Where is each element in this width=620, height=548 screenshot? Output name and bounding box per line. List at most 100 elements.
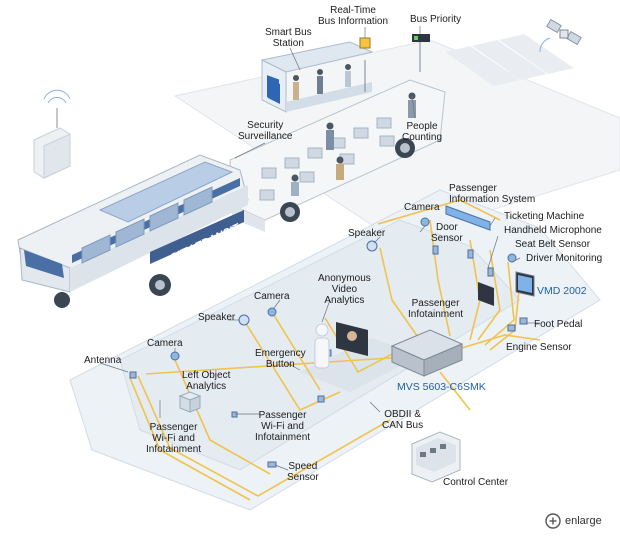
label-line: Infotainment [255, 432, 311, 443]
label-line: Driver Monitoring [526, 253, 603, 264]
label-antenna: Antenna [84, 355, 121, 366]
label-line: Left Object [182, 370, 231, 381]
label-camera-mid: Camera [254, 291, 290, 302]
bus-station [260, 41, 374, 113]
enlarge-label: enlarge [565, 515, 602, 527]
label-ticketing-machine: Ticketing Machine [504, 211, 584, 222]
label-line: CAN Bus [382, 420, 424, 431]
label-speed-sensor: Speed Sensor [287, 461, 319, 483]
label-line: Button [265, 359, 295, 370]
label-security-surveillance: Security Surveillance [238, 120, 292, 142]
label-foot-pedal: Foot Pedal [534, 319, 582, 330]
label-line: Seat Belt Sensor [515, 239, 591, 250]
label-passenger-infotainment: Passenger Infotainment [408, 298, 463, 320]
cameras [170, 217, 517, 361]
label-mvs-5603: MVS 5603-C6SMK [397, 382, 486, 393]
label-line: Sensor [287, 472, 319, 483]
bus [17, 79, 446, 308]
label-line: Speaker [348, 228, 386, 239]
label-people-counting: People Counting [402, 121, 442, 143]
label-line: Smart Bus [265, 27, 312, 38]
label-line: Wi-Fi and [152, 433, 195, 444]
label-line: Speaker [198, 312, 236, 323]
satellite-icon [539, 18, 582, 53]
control-center [411, 431, 461, 483]
label-line: Camera [147, 338, 183, 349]
bus-windows [81, 186, 213, 264]
label-line: Passenger [411, 298, 460, 309]
label-line: Video [331, 284, 358, 295]
passenger-info-display [445, 205, 491, 231]
label-line: Station [272, 38, 304, 49]
label-line: Handheld Microphone [504, 225, 602, 236]
label-passenger-wifi-left: Passenger Wi-Fi and Infotainment [146, 422, 201, 455]
crosswalk [445, 34, 574, 86]
label-line: Infotainment [408, 309, 464, 320]
label-line: Sensor [431, 233, 463, 244]
bus-passengers [291, 92, 416, 196]
label-line: Bus Information [318, 16, 389, 27]
label-line: Antenna [84, 355, 122, 366]
speakers [238, 240, 378, 326]
infotainment-screen-center [336, 322, 368, 356]
mvs-5603-device [390, 329, 464, 377]
label-smart-bus-station: Smart Bus Station [265, 27, 312, 49]
left-object-box [178, 391, 202, 413]
label-line: VMD 2002 [537, 285, 587, 297]
label-line: Emergency [255, 348, 306, 359]
label-line: Information System [449, 194, 536, 205]
label-driver-monitoring: Driver Monitoring [526, 253, 602, 264]
bus-seats-rear [259, 117, 395, 201]
label-speaker-mid: Speaker [198, 312, 235, 323]
label-line: Door [436, 222, 458, 233]
zoom-in-icon [545, 513, 561, 529]
label-line: Ticketing Machine [504, 211, 585, 222]
label-line: Anonymous [318, 273, 371, 284]
callout-lines [99, 26, 540, 471]
label-line: Bus Priority [410, 14, 462, 25]
label-vmd-2002: VMD 2002 [537, 286, 587, 297]
label-line: Security [247, 120, 284, 131]
label-speaker-top: Speaker [348, 228, 385, 239]
label-real-time-bus-information: Real-Time Bus Information [318, 5, 388, 27]
label-camera-left: Camera [147, 338, 183, 349]
label-line: Control Center [443, 477, 509, 488]
label-line: Surveillance [238, 131, 293, 142]
label-line: Infotainment [146, 444, 202, 455]
label-anonymous-video-analytics: Anonymous Video Analytics [318, 273, 371, 306]
label-line: OBDII & [384, 409, 421, 420]
label-line: Camera [404, 202, 440, 213]
label-line: Passenger [149, 422, 198, 433]
label-line: People [406, 121, 438, 132]
label-obdii-can-bus: OBDII & CAN Bus [382, 409, 423, 431]
label-line: Passenger [258, 410, 307, 421]
label-seat-belt-sensor: Seat Belt Sensor [515, 239, 590, 250]
person-outline [314, 323, 330, 369]
devices [129, 205, 535, 468]
label-line: Engine Sensor [506, 342, 572, 353]
label-control-center: Control Center [443, 477, 508, 488]
vmd-2002-monitor [515, 271, 535, 297]
label-handheld-microphone: Handheld Microphone [504, 225, 602, 236]
label-door-sensor: Door Sensor [431, 222, 463, 244]
building-top [33, 89, 71, 179]
label-emergency-button: Emergency Button [255, 348, 306, 370]
enlarge-button[interactable]: enlarge [545, 512, 602, 530]
label-passenger-wifi-center: Passenger Wi-Fi and Infotainment [255, 410, 310, 443]
label-camera-top: Camera [404, 202, 440, 213]
label-passenger-information-system: Passenger Information System [449, 183, 535, 205]
label-line: Camera [254, 291, 290, 302]
label-line: Passenger [449, 183, 497, 194]
label-bus-priority: Bus Priority [410, 14, 461, 25]
label-line: Analytics [186, 381, 227, 392]
label-line: Wi-Fi and [261, 421, 304, 432]
label-left-object-analytics: Left Object Analytics [182, 370, 230, 392]
label-line: Real-Time [330, 5, 376, 16]
label-line: Counting [402, 132, 443, 143]
label-line: MVS 5603-C6SMK [397, 381, 486, 393]
label-line: Analytics [324, 295, 365, 306]
label-engine-sensor: Engine Sensor [506, 342, 572, 353]
infotainment-screen-right [478, 282, 494, 306]
